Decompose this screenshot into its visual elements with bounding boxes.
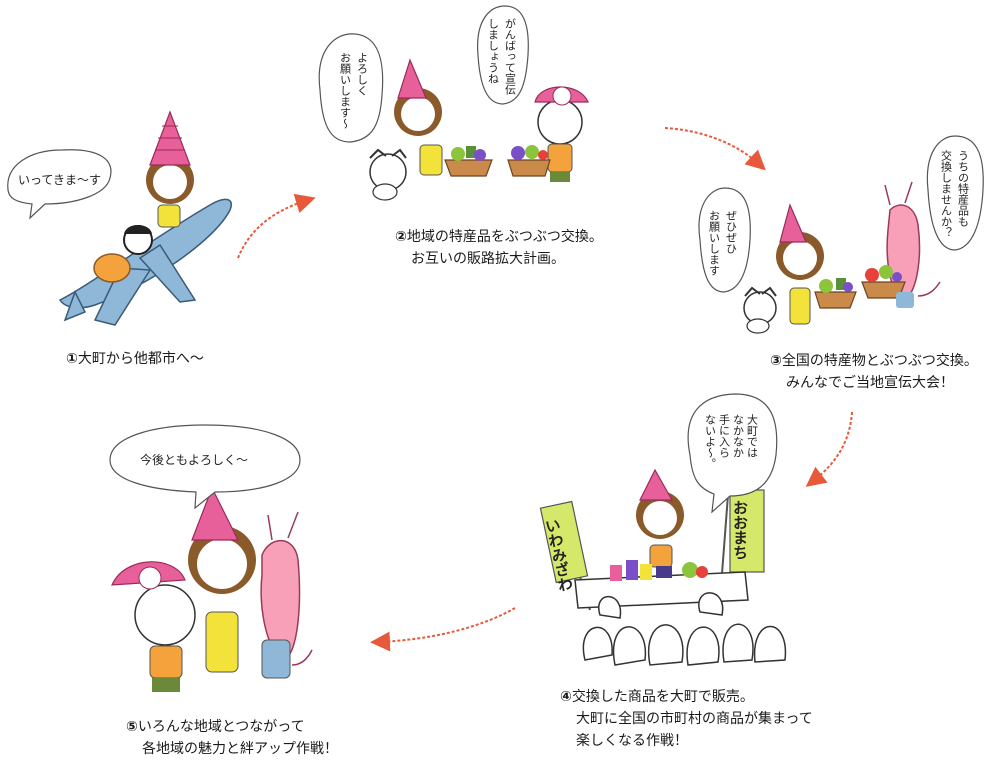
caption-step-2-num: ②: [395, 229, 407, 245]
caption-step-5-text1: いろんな地域とつながって: [137, 719, 305, 735]
caption-step-2-line2: お互いの販路拡大計画。: [411, 251, 565, 267]
caption-step-5-line1: ⑤いろんな地域とつながって: [126, 716, 338, 738]
speech-bubble-3b: うちの特産品も 交換しませんか？: [926, 135, 984, 251]
caption-step-5: ⑤いろんな地域とつながって 各地域の魅力と絆アップ作戦！: [126, 716, 338, 760]
caption-step-4-line3: 楽しくなる作戦！: [576, 733, 688, 749]
speech-bubble-4: 大町では なかなか 手に入ら ないよ～。: [687, 393, 778, 514]
speech-bubble-4-line4: ないよ～。: [704, 414, 717, 469]
caption-step-3-text1: 全国の特産物とぶつぶつ交換。: [781, 353, 978, 369]
caption-step-4: ④交換した商品を大町で販売。 大町に全国の市町村の商品が集まって 楽しくなる作戦…: [560, 686, 813, 752]
scene-1-airplane: [58, 110, 232, 326]
caption-step-4-line2: 大町に全国の市町村の商品が集まって: [576, 711, 813, 727]
speech-bubble-1: いってきま～す: [7, 149, 112, 220]
speech-bubble-3a-line1: ぜひぜひ: [725, 210, 738, 254]
speech-bubble-4-line2: なかなか: [732, 414, 745, 458]
speech-bubble-1-text: いってきま～す: [18, 173, 101, 187]
caption-step-2-line1: ②地域の特産品をぶつぶつ交換。: [395, 226, 603, 248]
speech-bubble-5: 今後ともよろしく～: [109, 424, 301, 510]
flow-arrow-1-2: [237, 193, 316, 259]
caption-step-5-line2: 各地域の魅力と絆アップ作戦！: [142, 741, 338, 757]
speech-bubble-3b-line1: うちの特産品も: [957, 150, 970, 227]
caption-step-4-num: ④: [560, 689, 572, 705]
caption-step-4-text1: 交換した商品を大町で販売。: [571, 689, 754, 705]
caption-step-5-num: ⑤: [126, 719, 138, 735]
speech-bubble-2b-line1: がんばって宣伝: [504, 18, 517, 95]
speech-bubble-3a-line2: お願いします: [708, 210, 721, 276]
speech-bubble-3b-line2: 交換しませんか？: [940, 149, 953, 238]
speech-bubble-4-line1: 大町では: [746, 413, 759, 458]
caption-step-3: ③全国の特産物とぶつぶつ交換。 みんなでご当地宣伝大会！: [770, 350, 978, 394]
sign-right-text: おおまち: [731, 500, 749, 560]
speech-bubble-4-line3: 手に入ら: [718, 413, 731, 458]
flow-arrow-3-4: [805, 411, 853, 487]
speech-bubble-2b-line2: しましょうね: [487, 18, 500, 84]
scene-5-group: [111, 486, 313, 692]
caption-step-1-line1: ①大町から他都市へ～: [66, 348, 204, 370]
speech-bubble-2a: よろしく お願いします～: [318, 33, 384, 143]
speech-bubble-2a-line1: よろしく: [356, 52, 369, 96]
caption-step-4-line1: ④交換した商品を大町で販売。: [560, 686, 813, 708]
scene-4-market: いわみざわ おおまち: [539, 468, 787, 666]
caption-step-2-text1: 地域の特産品をぶつぶつ交換。: [406, 229, 603, 245]
flow-arrow-4-5: [370, 607, 516, 652]
caption-step-1: ①大町から他都市へ～: [66, 348, 204, 370]
caption-step-1-num: ①: [66, 351, 78, 367]
caption-step-3-line1: ③全国の特産物とぶつぶつ交換。: [770, 350, 978, 372]
speech-bubble-3a: ぜひぜひ お願いします: [698, 187, 751, 293]
caption-step-3-line2: みんなでご当地宣伝大会！: [786, 375, 954, 391]
scene-3-exchange: [743, 181, 941, 334]
caption-step-2: ②地域の特産品をぶつぶつ交換。 お互いの販路拡大計画。: [395, 226, 603, 270]
caption-step-3-num: ③: [770, 353, 782, 369]
flow-arrow-2-3: [664, 127, 766, 171]
speech-bubble-2a-line2: お願いします～: [339, 52, 352, 129]
speech-bubble-2b: がんばって宣伝 しましょうね: [477, 5, 529, 105]
scene-2-exchange: [369, 58, 589, 201]
caption-step-1-text: 大町から他都市へ～: [77, 351, 204, 367]
speech-bubble-5-text: 今後ともよろしく～: [140, 452, 248, 467]
